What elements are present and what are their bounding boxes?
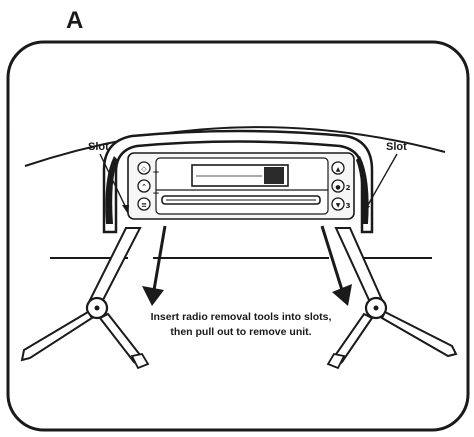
right-button-glyph-2: ● (335, 184, 340, 191)
left-button-3 (137, 197, 151, 211)
slot-leader-right-arrow (363, 205, 370, 214)
left-button-glyph-3: ≡ (141, 201, 147, 209)
pull-arrow-left-shaft (152, 225, 167, 291)
left-button-2 (137, 179, 151, 193)
slot-label-right: Slot (386, 141, 407, 153)
right-button-glyph-1: ▲ (336, 166, 341, 173)
tool-right-arm-1 (380, 310, 458, 358)
removal-tool-left (20, 227, 150, 370)
dashboard-top-curve (24, 126, 446, 167)
left-button-group: ◇ ⌃ ≡ + − (137, 161, 160, 211)
side-mark-2: 2 (346, 184, 351, 192)
slot-leader-left-arrow (122, 205, 129, 214)
removal-tool-right (326, 227, 458, 370)
radio-bezel (102, 129, 374, 234)
figure-frame (6, 40, 470, 432)
side-mark-minus: − (152, 189, 160, 199)
right-button-group: ▲ ● ▼ 2 3 (331, 161, 351, 211)
side-mark-plus: + (152, 168, 160, 178)
pull-arrow-right-head (332, 284, 352, 306)
tool-right-hub-center (373, 305, 379, 311)
slot-leader-right (363, 153, 398, 213)
pull-arrow-right (320, 225, 352, 306)
left-button-1 (137, 161, 151, 175)
right-button-2 (331, 179, 345, 193)
right-button-1 (331, 161, 345, 175)
tool-left-hub-center (94, 305, 100, 311)
instruction-line-2: then pull out to remove unit. (170, 326, 311, 338)
figure-label: A (66, 7, 83, 34)
pull-arrow-left (142, 225, 167, 306)
slot-leader-left (99, 153, 129, 213)
tool-left-arm-2-tip (130, 352, 150, 370)
right-button-glyph-3: ▼ (336, 202, 341, 209)
left-button-glyph-2: ⌃ (141, 183, 147, 191)
radio-display-block (264, 167, 284, 184)
tool-right-arm-2-tip (326, 352, 346, 370)
tool-left-arm-1 (20, 310, 94, 362)
pull-arrow-left-head (142, 286, 164, 306)
right-button-3 (331, 197, 345, 211)
slot-label-left: Slot (88, 141, 109, 153)
left-button-glyph-1: ◇ (141, 165, 147, 173)
instruction-line-1: Insert radio removal tools into slots, (151, 311, 332, 323)
side-mark-3: 3 (346, 202, 351, 210)
pull-arrow-right-shaft (320, 225, 344, 291)
